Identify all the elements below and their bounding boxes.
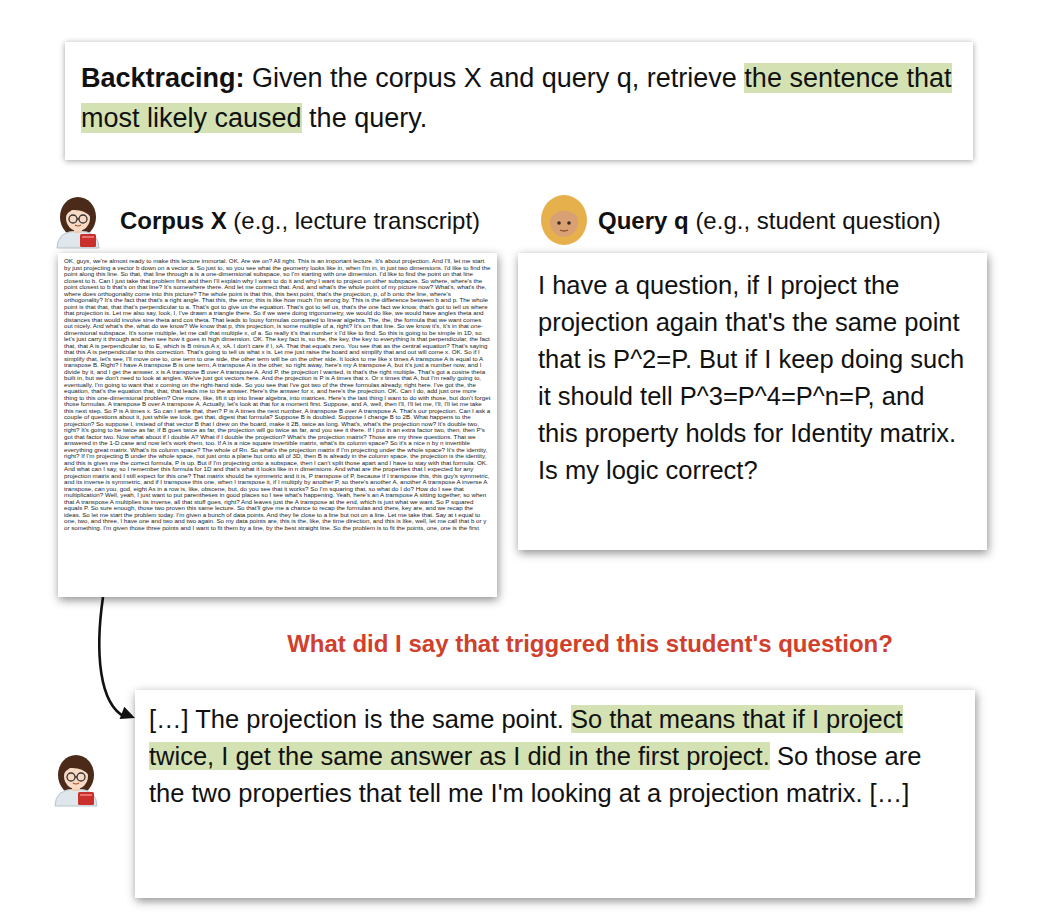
evidence-box: […] The projection is the same point. So… bbox=[135, 690, 975, 898]
box-body: Backtracing: Given the corpus X and quer… bbox=[81, 58, 957, 138]
body-text: I have a question, if I project the proj… bbox=[538, 271, 964, 484]
heading-note: (e.g., student question) bbox=[695, 207, 940, 234]
body-text: OK, guys, we're almost ready to make thi… bbox=[64, 257, 490, 531]
box-body: […] The projection is the same point. So… bbox=[149, 701, 961, 812]
heading-note: (e.g., lecture transcript) bbox=[233, 207, 480, 234]
box-body: OK, guys, we're almost ready to make thi… bbox=[64, 258, 491, 531]
definition-box: Backtracing: Given the corpus X and quer… bbox=[65, 42, 973, 160]
heading-title: Query q bbox=[598, 207, 689, 234]
student-icon bbox=[541, 195, 587, 245]
corpus-box: Corpus X (e.g., lecture transcript)OK, g… bbox=[58, 253, 497, 597]
heading-title: Corpus X bbox=[120, 207, 227, 234]
body-text: […] The projection is the same point. bbox=[149, 705, 564, 733]
body-text: the query. bbox=[309, 103, 427, 133]
box-heading: Corpus X (e.g., lecture transcript) bbox=[120, 206, 480, 236]
teacher-icon bbox=[57, 197, 99, 248]
body-text: Given the corpus X and query q, retrieve bbox=[252, 63, 737, 93]
query-box: Query q (e.g., student question)I have a… bbox=[518, 253, 987, 550]
connector-arrow bbox=[99, 597, 125, 717]
box-heading: Query q (e.g., student question) bbox=[598, 206, 941, 236]
term-name: Backtracing: bbox=[81, 63, 245, 93]
box-body: I have a question, if I project the proj… bbox=[538, 267, 969, 489]
teacher-icon bbox=[55, 755, 97, 806]
question-callout: What did I say that triggered this stude… bbox=[190, 628, 990, 660]
arrow-head bbox=[120, 707, 135, 719]
